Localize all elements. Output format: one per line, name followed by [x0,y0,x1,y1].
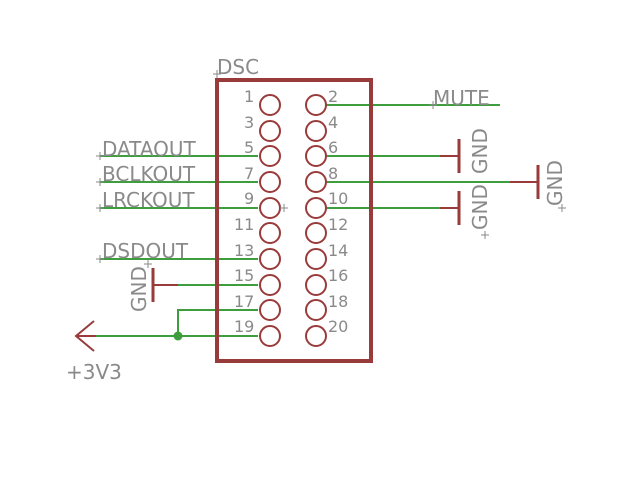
pin-number-12: 12 [328,215,348,234]
pin-number-13: 13 [234,241,254,260]
pin-number-5: 5 [244,138,254,157]
pin-number-4: 4 [328,113,338,132]
pin-18 [305,299,327,321]
gnd-label-pin10: GND [468,184,492,230]
supply-label: +3V3 [66,360,122,384]
pin-8 [305,171,327,193]
gnd-label-pin15: GND [127,266,151,312]
junction-dot [173,331,183,341]
pin-number-16: 16 [328,266,348,285]
pin-number-3: 3 [244,113,254,132]
pin-19 [259,325,281,347]
pin-9 [259,197,281,219]
net-label-lrckout: LRCKOUT [102,188,195,212]
pin-number-10: 10 [328,189,348,208]
pin-number-11: 11 [234,215,254,234]
pin-numbers: 1 3 5 7 9 11 13 15 17 19 2 4 6 8 10 12 1… [234,87,348,336]
gnd-symbol-pin10: GND [440,184,492,230]
pin-7 [259,171,281,193]
connector-dsc [215,78,373,363]
pin-number-14: 14 [328,241,348,260]
pin-number-17: 17 [234,292,254,311]
pin-3 [259,120,281,142]
pin-number-19: 19 [234,317,254,336]
pin-number-1: 1 [244,87,254,106]
pin-2 [305,94,327,116]
pin-12 [305,222,327,244]
pin-5 [259,145,281,167]
pin-number-7: 7 [244,164,254,183]
net-label-bclkout: BCLKOUT [102,162,196,186]
pin-1 [259,94,281,116]
gnd-label-pin6: GND [468,128,492,174]
pin-number-9: 9 [244,189,254,208]
pin-14 [305,248,327,270]
pin-11 [259,222,281,244]
gnd-symbol-pin8: GND [510,160,567,206]
pin-number-6: 6 [328,138,338,157]
pin-20 [305,325,327,347]
gnd-symbol-pin6: GND [440,128,492,174]
net-label-dataout: DATAOUT [102,137,197,161]
pin-6 [305,145,327,167]
net-label-dsdout: DSDOUT [102,239,189,263]
component-name: DSC [217,55,259,79]
pin-number-2: 2 [328,87,338,106]
pin-10 [305,197,327,219]
wire-pin17 [177,309,258,336]
pin-number-8: 8 [328,164,338,183]
wires [80,104,530,337]
pin-16 [305,274,327,296]
pin-13 [259,248,281,270]
pin-number-15: 15 [234,266,254,285]
gnd-label-pin8: GND [543,160,567,206]
gnd-symbol-pin15: GND [127,266,178,312]
origin-markers [96,70,566,268]
net-label-mute: MUTE [433,86,490,110]
connector-body [215,78,373,363]
pin-15 [259,274,281,296]
pin-4 [305,120,327,142]
pin-number-20: 20 [328,317,348,336]
pin-number-18: 18 [328,292,348,311]
supply-symbol: +3V3 [66,320,122,384]
pin-17 [259,299,281,321]
